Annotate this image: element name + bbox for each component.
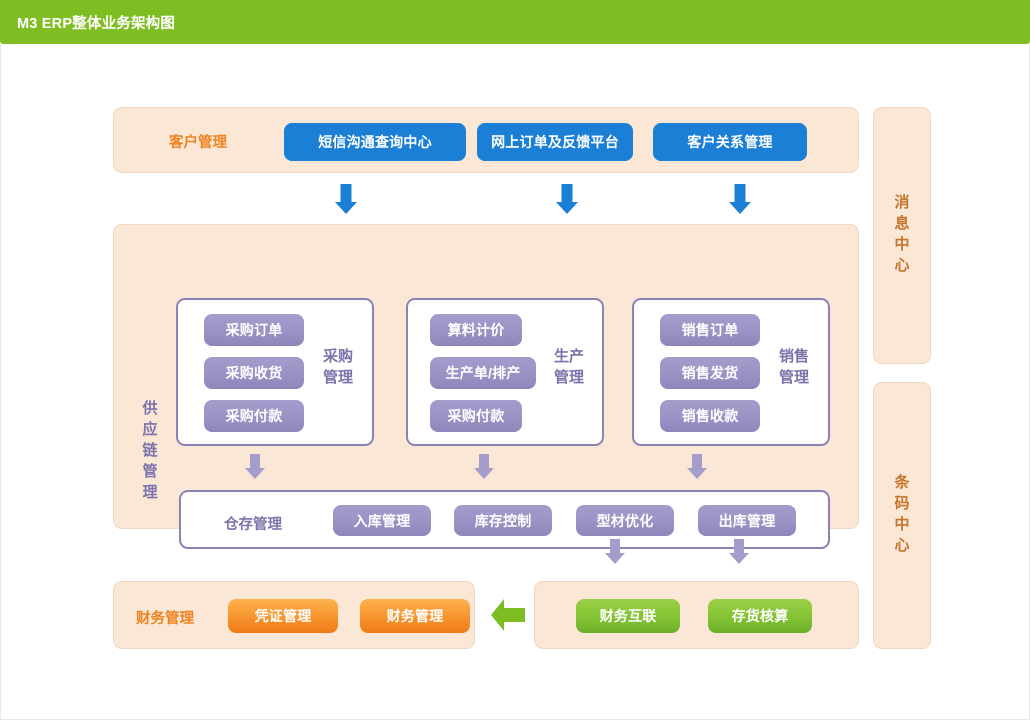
warehouse-management-label: 仓存管理 bbox=[224, 517, 282, 533]
purchase-module-box: 采购订单 采购收货 采购付款 采购 管理 bbox=[176, 298, 374, 446]
finance-management-panel: 财务管理 凭证管理 财务管理 bbox=[113, 581, 475, 649]
sales-module-box: 销售订单 销售发货 销售收款 销售 管理 bbox=[632, 298, 830, 446]
button-production-order-scheduling[interactable]: 生产单/排产 bbox=[430, 357, 536, 389]
supply-chain-panel: 供应链管理 采购订单 采购收货 采购付款 采购 管理 算料计价 生产单/排产 采… bbox=[113, 224, 859, 549]
production-module-title: 生产 管理 bbox=[553, 348, 584, 386]
page-header: M3 ERP整体业务架构图 bbox=[0, 0, 1030, 44]
button-sales-order[interactable]: 销售订单 bbox=[660, 314, 760, 346]
customer-management-panel: 客户管理 短信沟通查询中心 网上订单及反馈平台 客户关系管理 bbox=[113, 107, 859, 173]
button-profile-optimization[interactable]: 型材优化 bbox=[576, 505, 674, 536]
button-financial-interconnection[interactable]: 财务互联 bbox=[576, 599, 680, 633]
button-purchase-order[interactable]: 采购订单 bbox=[204, 314, 304, 346]
button-material-calculation-pricing[interactable]: 算料计价 bbox=[430, 314, 522, 346]
supply-chain-label: 供应链管理 bbox=[142, 400, 158, 501]
barcode-center-label: 条码中心 bbox=[894, 474, 910, 554]
barcode-center-panel[interactable]: 条码中心 bbox=[873, 382, 931, 649]
button-inbound-management[interactable]: 入库管理 bbox=[333, 505, 431, 536]
button-inventory-accounting[interactable]: 存货核算 bbox=[708, 599, 812, 633]
message-center-panel[interactable]: 消息中心 bbox=[873, 107, 931, 364]
button-sms-inquiry-center[interactable]: 短信沟通查询中心 bbox=[284, 123, 466, 161]
sales-module-title: 销售 管理 bbox=[778, 348, 809, 386]
button-financial-management[interactable]: 财务管理 bbox=[360, 599, 470, 633]
button-purchase-payment[interactable]: 采购付款 bbox=[204, 400, 304, 432]
purchase-module-title: 采购 管理 bbox=[322, 348, 353, 386]
finance-management-label: 财务管理 bbox=[136, 611, 194, 627]
button-sales-receipt[interactable]: 销售收款 bbox=[660, 400, 760, 432]
button-sales-delivery[interactable]: 销售发货 bbox=[660, 357, 760, 389]
arrow-accounting-to-finance-icon bbox=[491, 599, 525, 631]
button-production-purchase-payment[interactable]: 采购付款 bbox=[430, 400, 522, 432]
message-center-label: 消息中心 bbox=[894, 194, 910, 274]
customer-management-label: 客户管理 bbox=[169, 135, 227, 151]
button-online-order-feedback-platform[interactable]: 网上订单及反馈平台 bbox=[477, 123, 633, 161]
warehouse-module-box: 仓存管理 入库管理 库存控制 型材优化 出库管理 bbox=[179, 490, 830, 549]
button-outbound-management[interactable]: 出库管理 bbox=[698, 505, 796, 536]
production-module-box: 算料计价 生产单/排产 采购付款 生产 管理 bbox=[406, 298, 604, 446]
diagram-canvas: 客户管理 短信沟通查询中心 网上订单及反馈平台 客户关系管理 供应链管理 采购订… bbox=[0, 44, 1030, 720]
button-customer-relationship-management[interactable]: 客户关系管理 bbox=[653, 123, 807, 161]
button-voucher-management[interactable]: 凭证管理 bbox=[228, 599, 338, 633]
button-inventory-control[interactable]: 库存控制 bbox=[454, 505, 552, 536]
button-purchase-receipt[interactable]: 采购收货 bbox=[204, 357, 304, 389]
accounting-panel: 财务互联 存货核算 bbox=[534, 581, 859, 649]
page-title: M3 ERP整体业务架构图 bbox=[17, 15, 176, 32]
